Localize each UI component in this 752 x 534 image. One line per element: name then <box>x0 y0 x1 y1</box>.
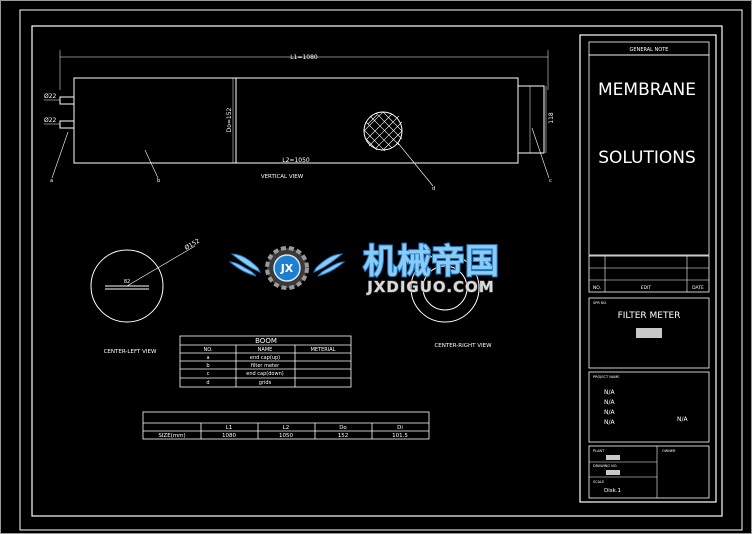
callout-a: a <box>50 178 53 184</box>
boom-header-material: METERIAL <box>311 347 336 353</box>
size-table <box>142 411 430 440</box>
center-right-view <box>410 253 480 323</box>
dim-port-top-label: Ø22 <box>44 93 57 100</box>
size-header-do: Do <box>339 425 347 431</box>
dim-end-height-label: 118 <box>548 112 555 124</box>
revision-header-edit: EDIT <box>641 285 652 291</box>
size-header-di: Di <box>397 425 403 431</box>
boom-row-b-name: filter meter <box>251 363 280 369</box>
center-left-view-label: CENTER-LEFT VIEW <box>104 349 157 355</box>
part-no-label: SPR NO. <box>593 301 607 305</box>
boom-row-d-no: d <box>206 380 209 386</box>
drawing-inner-frame <box>31 25 723 517</box>
size-row-label: SIZE(mm) <box>158 433 185 439</box>
scale-label: SCALE <box>593 480 604 484</box>
boom-row-c-name: end cap(down) <box>246 371 283 377</box>
general-note-label: GENERAL NOTE <box>630 47 669 53</box>
drawing-no-label: DRAWING NO. <box>593 464 617 468</box>
watermark-text: 机械帝国 <box>363 242 499 282</box>
project-value-3: N/A <box>604 409 616 416</box>
boom-row-b-no: b <box>206 363 209 369</box>
grid-mesh-symbol <box>363 111 403 152</box>
project-name-label: PROJECT NAME <box>593 375 619 379</box>
boom-row-c-no: c <box>207 371 210 377</box>
vertical-view <box>44 50 550 187</box>
boom-row-d-name: grids <box>259 380 272 386</box>
revision-header-no: NO. <box>593 285 601 291</box>
scale-value: Disk.1 <box>604 488 621 494</box>
size-value-l1: 1080 <box>222 433 236 439</box>
plant-label: PLANT <box>593 449 605 453</box>
left-slot-label: 82 <box>124 279 130 285</box>
company-name-line1: MEMBRANE <box>598 80 696 100</box>
part-name: FILTER METER <box>618 311 681 321</box>
boom-header-name: NAME <box>258 347 273 353</box>
owner-label: OWNER <box>662 449 676 453</box>
dim-l1-label: L1=1080 <box>290 54 318 61</box>
size-value-do: 152 <box>338 433 349 439</box>
callout-c: c <box>549 178 552 184</box>
watermark-subtext: JXDIGUO.COM <box>366 278 494 296</box>
callout-d: d <box>432 186 435 192</box>
project-value-2: N/A <box>604 399 616 406</box>
drawing-outer-frame <box>19 9 743 531</box>
callout-b: b <box>157 178 160 184</box>
dim-do-label: Do=152 <box>226 107 233 132</box>
boom-header-no: NO. <box>203 347 212 353</box>
logo-letters: JX <box>280 262 294 275</box>
boom-title: BOOM <box>255 337 277 345</box>
left-diameter-label: Ø152 <box>184 237 202 251</box>
vertical-view-label: VERTICAL VIEW <box>261 174 304 180</box>
boom-row-a-name: end cap(up) <box>250 355 280 361</box>
center-right-view-label: CENTER-RIGHT VIEW <box>434 343 492 349</box>
project-value-1: N/A <box>604 389 616 396</box>
title-block <box>579 34 717 503</box>
company-name-line2: SOLUTIONS <box>598 148 696 168</box>
boom-table <box>179 335 352 388</box>
dim-l2-label: L2=1050 <box>282 157 310 164</box>
watermark-logo: JX <box>228 246 346 290</box>
center-left-view <box>90 245 196 323</box>
size-value-di: 101.5 <box>392 433 408 439</box>
size-header-l1: L1 <box>226 425 233 431</box>
dim-port-bottom-label: Ø22 <box>44 117 57 124</box>
size-value-l2: 1050 <box>279 433 293 439</box>
boom-row-a-no: a <box>206 355 209 361</box>
project-value-4: N/A <box>604 419 616 426</box>
project-value-right: N/A <box>677 416 689 423</box>
size-header-l2: L2 <box>283 425 290 431</box>
revision-header-date: DATE <box>692 285 704 291</box>
